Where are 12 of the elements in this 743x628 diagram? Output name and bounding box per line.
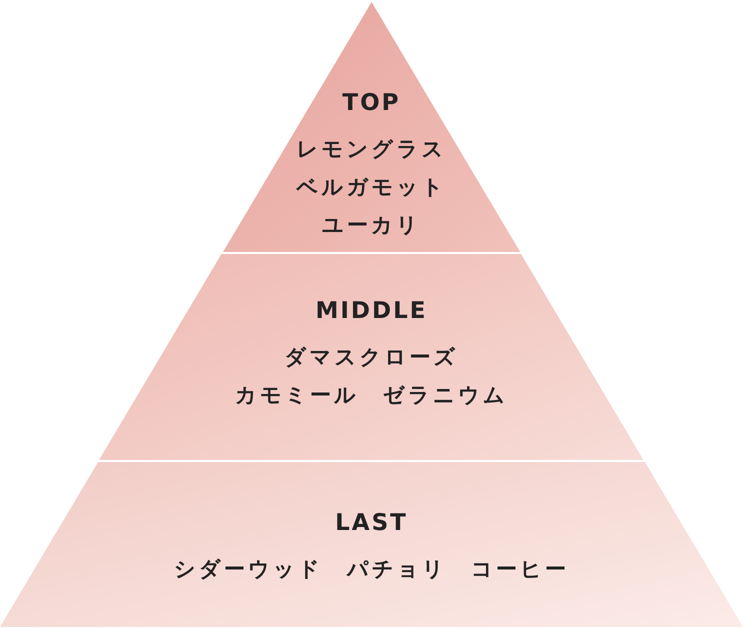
tier-heading: LAST	[335, 510, 408, 536]
note-list: ベルガモット	[296, 168, 446, 206]
tier-heading: MIDDLE	[315, 298, 428, 324]
pyramid-apex	[222, 2, 520, 252]
tier-heading: TOP	[342, 90, 401, 116]
note-list: レモングラス	[296, 130, 446, 168]
pyramid-tier	[0, 462, 743, 627]
pyramid-tier	[99, 254, 644, 460]
note-list: カモミール ゼラニウム	[234, 376, 508, 414]
note-list: ダマスクローズ	[284, 338, 458, 376]
note-list: シダーウッド パチョリ コーヒー	[174, 550, 569, 588]
note-list: ユーカリ	[322, 206, 421, 244]
